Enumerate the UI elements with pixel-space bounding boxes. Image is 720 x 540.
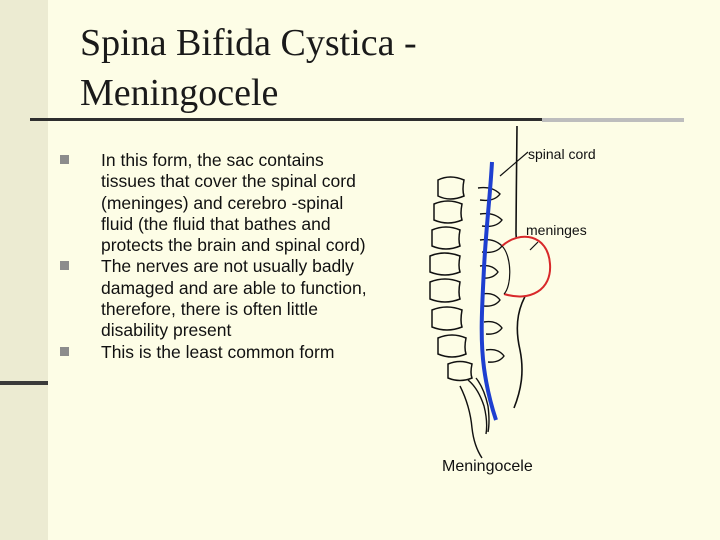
spine-illustration (429, 125, 552, 459)
spinal-cord-line (479, 161, 498, 421)
bullet-marker-icon (60, 346, 69, 356)
bullet-text: The nerves are not usually badly damaged… (101, 256, 367, 341)
bullet-text: In this form, the sac contains tissues t… (101, 150, 366, 256)
meningocele-diagram: spinal cord meninges Meningocele (420, 118, 660, 488)
title-rule (30, 118, 544, 121)
label-spinal-cord: spinal cord (528, 146, 596, 162)
bullet-marker-icon (60, 155, 69, 164)
meninges-sac (501, 235, 552, 298)
spinal-cord-leader (499, 151, 529, 177)
slide-title: Spina Bifida Cystica - Meningocele (80, 18, 520, 118)
meninges-leader (529, 241, 539, 251)
bullet-text: This is the least common form (101, 341, 335, 362)
left-accent-bar (0, 381, 48, 385)
left-accent-strip (0, 0, 48, 540)
bullet-list: In this form, the sac contains tissues t… (60, 150, 380, 363)
bullet-item: In this form, the sac contains tissues t… (60, 150, 380, 256)
title-rule-light (542, 118, 684, 122)
label-meninges: meninges (526, 222, 587, 238)
title-line-1: Spina Bifida Cystica - (80, 22, 417, 64)
figure-caption: Meningocele (442, 458, 533, 475)
bullet-item: This is the least common form (60, 342, 380, 363)
bullet-marker-icon (60, 261, 69, 271)
title-line-2: Meningocele (80, 72, 279, 114)
bullet-item: The nerves are not usually badly damaged… (60, 256, 380, 341)
vertebrae (429, 176, 473, 382)
